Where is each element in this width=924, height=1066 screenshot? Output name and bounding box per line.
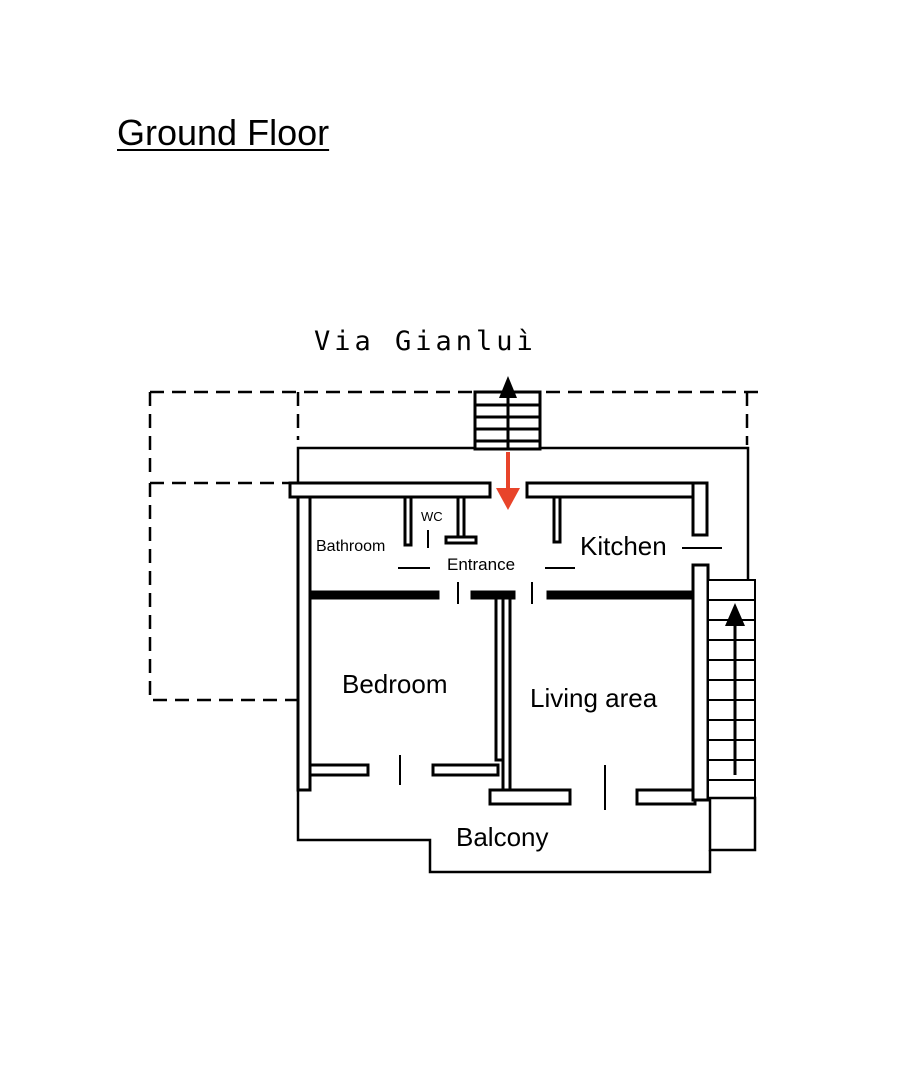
door-marks: [398, 530, 722, 810]
room-label-wc: WC: [421, 509, 443, 524]
room-label-balcony: Balcony: [456, 822, 549, 852]
stairs-up-arrow-icon: [499, 376, 517, 450]
page-title: Ground Floor: [117, 112, 330, 153]
street-label: Via Gianluì: [314, 326, 537, 357]
room-label-entrance: Entrance: [447, 555, 515, 574]
entry-arrow-icon: [496, 452, 520, 510]
room-label-bedroom: Bedroom: [342, 669, 448, 699]
room-label-living-area: Living area: [530, 683, 658, 713]
walls: [288, 481, 710, 806]
room-label-kitchen: Kitchen: [580, 531, 667, 561]
outdoor-dashed-outline: [148, 390, 758, 702]
balcony-outline: [296, 775, 712, 874]
thin-outer-walls: [296, 446, 750, 874]
side-stairs-up-arrow-icon: [725, 603, 745, 775]
room-label-bathroom: Bathroom: [316, 538, 385, 555]
side-stairs: [707, 579, 757, 852]
